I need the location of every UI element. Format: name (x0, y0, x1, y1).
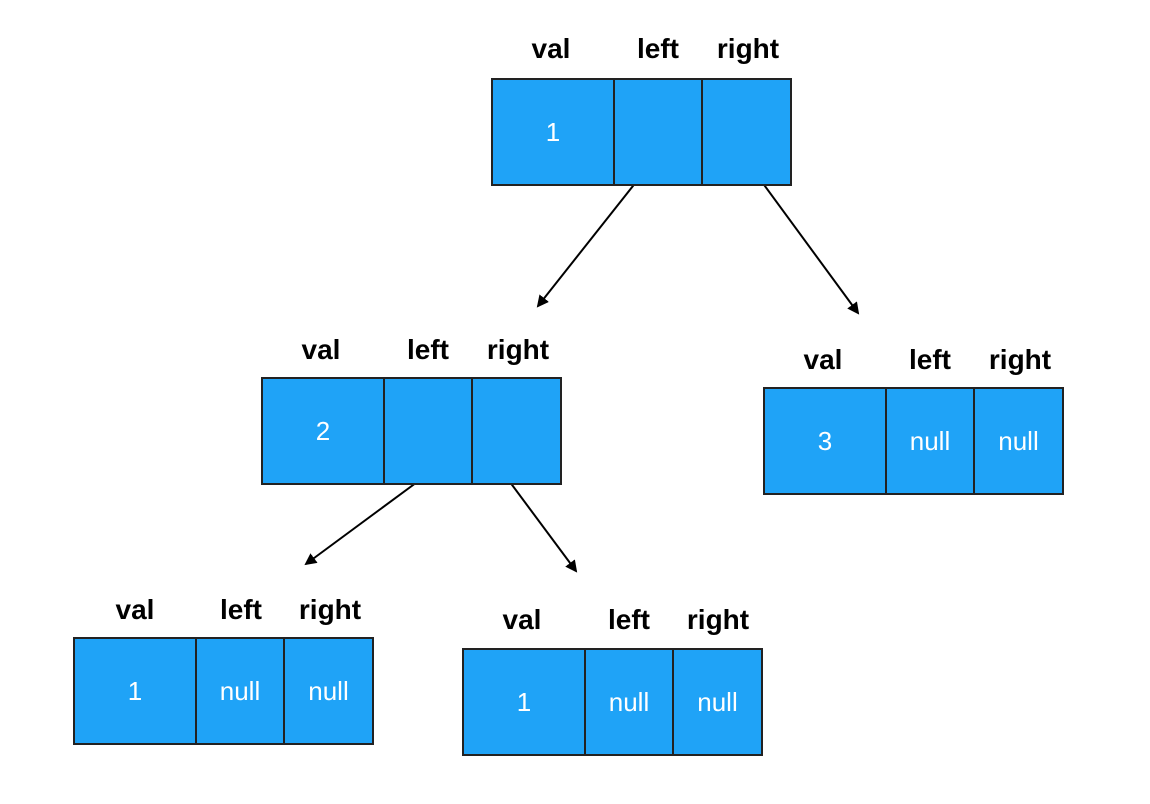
left-header: left (637, 33, 679, 64)
val-header: val (531, 33, 571, 64)
right-header: right (298, 594, 362, 625)
left-pointer-cell: null (195, 637, 285, 745)
right-header: right (686, 604, 750, 635)
right-pointer-cell: null (973, 387, 1064, 495)
left-header: left (608, 604, 650, 635)
tree-node-left-left: val left right 1 null null (73, 593, 374, 761)
left-header: left (909, 344, 951, 375)
tree-node-root: val left right 1 (491, 32, 792, 200)
tree-node-left-child: val left right 2 (261, 333, 562, 501)
val-header: val (803, 344, 843, 375)
left-pointer-cell (613, 78, 703, 186)
right-header: right (988, 344, 1052, 375)
val-cell: 1 (491, 78, 615, 186)
val-cell: 3 (763, 387, 887, 495)
left-header: left (407, 334, 449, 365)
right-pointer-cell: null (283, 637, 374, 745)
right-pointer-cell: null (672, 648, 763, 756)
val-header: val (502, 604, 542, 635)
right-pointer-cell (701, 78, 792, 186)
tree-node-left-right: val left right 1 null null (462, 603, 763, 771)
left-header: left (220, 594, 262, 625)
val-cell: 1 (73, 637, 197, 745)
tree-node-right-child: val left right 3 null null (763, 343, 1064, 511)
left-pointer-cell (383, 377, 473, 485)
left-pointer-cell: null (885, 387, 975, 495)
right-pointer-cell (471, 377, 562, 485)
left-pointer-cell: null (584, 648, 674, 756)
arrow-node2-left (304, 473, 429, 566)
val-cell: 1 (462, 648, 586, 756)
val-header: val (301, 334, 341, 365)
right-header: right (486, 334, 550, 365)
right-header: right (716, 33, 780, 64)
val-header: val (115, 594, 155, 625)
val-cell: 2 (261, 377, 385, 485)
